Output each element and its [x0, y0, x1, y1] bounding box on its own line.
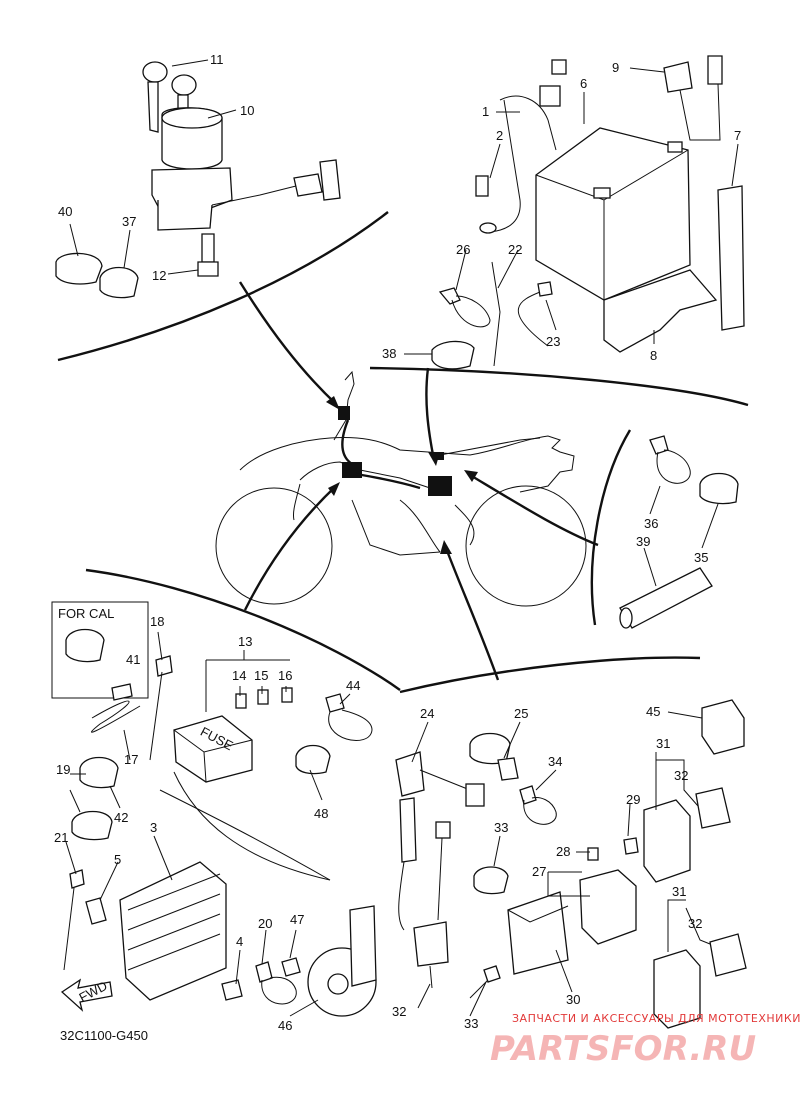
- callout-16: 16: [278, 668, 292, 683]
- fwd-arrow-text: FWD: [76, 978, 109, 1005]
- callout-2: 2: [496, 128, 503, 143]
- callout-31-upper: 31: [656, 736, 670, 751]
- callout-12: 12: [152, 268, 166, 283]
- callout-34: 33: [464, 1016, 478, 1031]
- callout-32-lower: 32: [688, 916, 702, 931]
- callout-27: 27: [532, 864, 546, 879]
- callout-36: 34: [548, 754, 562, 769]
- callout-10: 10: [240, 103, 254, 118]
- callout-35: 33: [494, 820, 508, 835]
- motorcycle-outline: [215, 370, 587, 607]
- callout-24: 24: [420, 706, 434, 721]
- callout-11: 11: [210, 52, 224, 67]
- for-cal-label: FOR CAL: [58, 606, 114, 621]
- callout-4: 4: [236, 934, 243, 949]
- callout-38: 36: [644, 516, 658, 531]
- callout-13: 13: [238, 634, 252, 649]
- callout-33: 32: [392, 1004, 406, 1019]
- callout-14: 14: [232, 668, 246, 683]
- callout-21: 21: [54, 830, 68, 845]
- callout-42: 40: [58, 204, 72, 219]
- panel-divider-mid-left: [85, 568, 401, 691]
- callout-18: 18: [150, 614, 164, 629]
- callout-7: 7: [734, 128, 741, 143]
- panel-divider-mid-right: [399, 656, 701, 694]
- clamp-parts-top-left: [55, 252, 139, 299]
- callout-47: 47: [290, 912, 304, 927]
- callout-40: 38: [382, 346, 396, 361]
- callout-leaders: [65, 59, 739, 1017]
- watermark-logo: PARTSFOR.RU: [490, 1029, 756, 1069]
- callout-31-lower: 31: [672, 884, 686, 899]
- callout-39: 37: [122, 214, 136, 229]
- callout-3: 3: [150, 820, 157, 835]
- drawing-code: 32C1100-G450: [60, 1028, 148, 1043]
- callout-26: 26: [456, 242, 470, 257]
- panel-divider-right: [590, 429, 632, 626]
- callout-45: 45: [646, 704, 660, 719]
- callout-22: 22: [508, 242, 522, 257]
- ignition-switch-assembly: [142, 61, 341, 277]
- callout-32-upper: 32: [674, 768, 688, 783]
- callout-43-box: 41: [126, 652, 140, 667]
- callout-9: 9: [612, 60, 619, 75]
- callout-1: 1: [482, 104, 489, 119]
- callout-44: 44: [346, 678, 360, 693]
- callout-8: 8: [650, 348, 657, 363]
- for-cal-box: [51, 601, 149, 699]
- callout-19: 19: [56, 762, 70, 777]
- callout-numbers: 11 10 12 40 37 1 2 6 9 7 8 26 22 23 38 3…: [54, 52, 741, 1033]
- callout-43: 42: [114, 810, 128, 825]
- callout-30: 30: [566, 992, 580, 1007]
- callout-20: 20: [258, 916, 272, 931]
- callout-17: 17: [124, 752, 138, 767]
- callout-48: 48: [314, 806, 328, 821]
- battery-assembly: [431, 55, 745, 370]
- callout-25: 25: [514, 706, 528, 721]
- callout-46: 46: [278, 1018, 292, 1033]
- panel-divider-top-right: [369, 366, 749, 407]
- callout-6: 6: [580, 76, 587, 91]
- leader-arrows: [238, 281, 599, 681]
- callout-28: 28: [556, 844, 570, 859]
- callout-37: 35: [694, 550, 708, 565]
- bottom-left-parts: [60, 628, 377, 1017]
- callout-15: 15: [254, 668, 268, 683]
- callout-23: 23: [546, 334, 560, 349]
- bottom-right-parts: [395, 699, 747, 1029]
- callout-41: 39: [636, 534, 650, 549]
- callout-5: 5: [114, 852, 121, 867]
- callout-29: 29: [626, 792, 640, 807]
- panel-divider-top-left: [57, 211, 389, 362]
- watermark-tagline: ЗАПЧАСТИ И АКСЕССУАРЫ ДЛЯ МОТОТЕХНИКИ: [512, 1012, 800, 1025]
- clamp-and-tube-parts: [619, 435, 739, 629]
